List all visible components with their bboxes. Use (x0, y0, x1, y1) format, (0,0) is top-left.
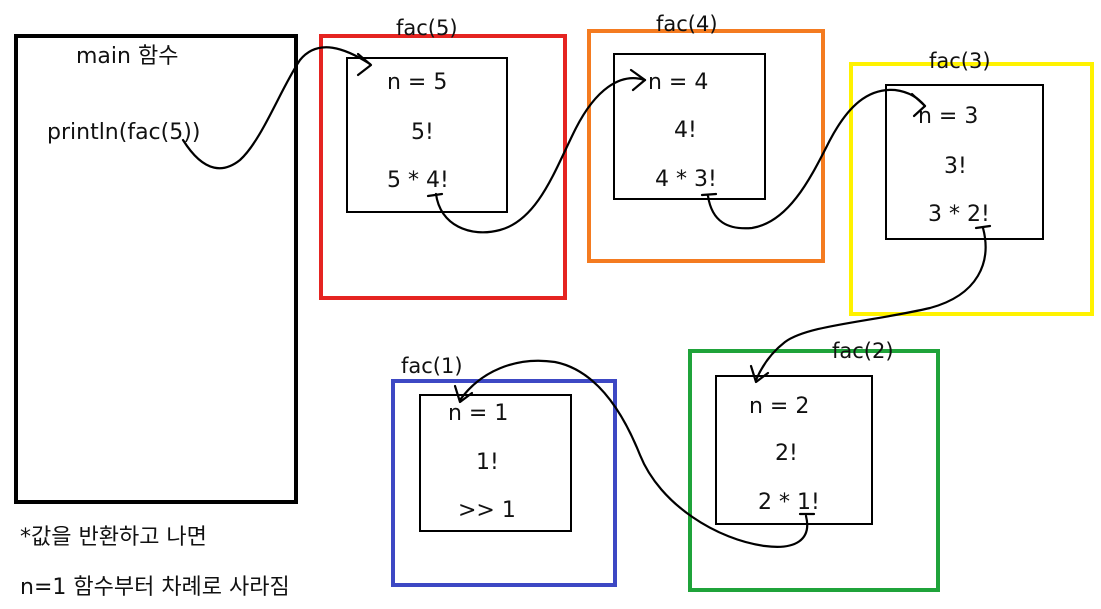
frame-fac1-n: n = 1 (448, 401, 509, 426)
arrow-fac5-to-fac4 (426, 77, 647, 234)
arrow-main-to-fac5-head (356, 52, 373, 77)
frame-fac2-label: fac(2) (832, 339, 894, 363)
frame-fac5-inner (346, 57, 508, 213)
main-call-text: println(fac(5)) (47, 120, 201, 145)
frame-fac1-inner (419, 394, 572, 532)
arrow-fac4-to-fac3-head (910, 92, 927, 118)
frame-fac1-label: fac(1) (401, 354, 463, 378)
frame-fac4-inner (613, 53, 766, 200)
frame-fac3-label: fac(3) (929, 49, 991, 73)
frame-fac4-fact: 4! (674, 118, 697, 143)
arrow-fac3-to-fac2 (754, 224, 992, 382)
arrow-fac5-to-fac4-head (629, 68, 647, 92)
frame-fac5-label: fac(5) (396, 16, 458, 40)
frame-fac5-outer (319, 34, 567, 300)
frame-fac3-expr: 3 * 2! (928, 202, 990, 227)
frame-fac2-fact: 2! (775, 441, 798, 466)
frame-fac5-fact: 5! (411, 120, 434, 145)
frame-fac3-inner (885, 84, 1044, 240)
arrow-fac2-to-fac1-head (453, 384, 474, 404)
arrow-fac2-to-fac1 (458, 359, 816, 548)
frame-fac4-outer (587, 29, 825, 263)
frame-fac4-expr: 4 * 3! (655, 167, 717, 192)
frame-fac3-fact: 3! (944, 154, 967, 179)
frame-fac2-inner (715, 375, 873, 525)
frame-fac2-expr: 2 * 1! (758, 490, 820, 515)
frame-fac1-fact: 1! (476, 450, 499, 475)
main-function-box (14, 34, 298, 504)
arrow-fac4-to-fac3 (700, 88, 927, 230)
frame-fac5-expr: 5 * 4! (387, 168, 449, 193)
arrow-fac3-to-fac2-head (749, 364, 770, 384)
frame-fac4-n: n = 4 (648, 70, 709, 95)
frame-fac3-outer (849, 62, 1094, 316)
frame-fac1-outer (391, 379, 617, 587)
frame-fac3-n: n = 3 (918, 104, 979, 129)
main-function-title: main 함수 (76, 44, 179, 69)
frame-fac2-outer (688, 349, 940, 592)
arrow-main-to-fac5 (181, 46, 372, 170)
frame-fac1-expr: >> 1 (458, 498, 516, 523)
frame-fac5-n: n = 5 (387, 70, 448, 95)
note-line-2: n=1 함수부터 차례로 사라짐 (20, 575, 290, 600)
note-line-1: *값을 반환하고 나면 (20, 525, 207, 550)
frame-fac4-label: fac(4) (656, 12, 718, 36)
frame-fac2-n: n = 2 (749, 394, 810, 419)
